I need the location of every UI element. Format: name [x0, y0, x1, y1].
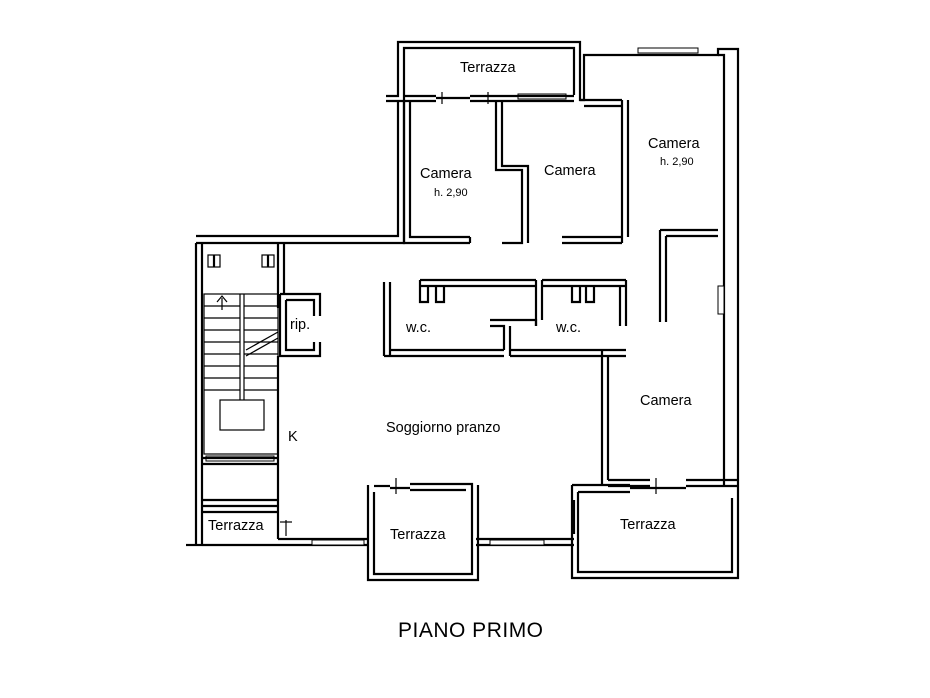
label-camera-4: Camera — [640, 393, 693, 409]
interior-walls — [202, 94, 738, 539]
label-camera-1-height: h. 2,90 — [434, 187, 468, 199]
label-terrazza-top: Terrazza — [460, 60, 517, 76]
staircase — [203, 254, 279, 455]
label-terrazza-middle: Terrazza — [390, 527, 447, 543]
label-rip: rip. — [290, 317, 310, 333]
label-camera-2: Camera — [544, 163, 597, 179]
label-terrazza-left: Terrazza — [208, 518, 265, 534]
room-labels: Terrazza Camera h. 2,90 Camera Camera h.… — [208, 60, 701, 642]
windows — [205, 47, 725, 546]
label-k: K — [288, 429, 298, 445]
label-soggiorno-pranzo: Soggiorno pranzo — [386, 420, 500, 436]
label-terrazza-right: Terrazza — [620, 517, 677, 533]
plan-title: PIANO PRIMO — [398, 619, 544, 642]
label-wc-2: w.c. — [555, 320, 581, 336]
label-camera-3: Camera — [648, 136, 701, 152]
label-camera-3-height: h. 2,90 — [660, 156, 694, 168]
label-camera-1: Camera — [420, 166, 473, 182]
doors — [280, 92, 686, 536]
label-wc-1: w.c. — [405, 320, 431, 336]
